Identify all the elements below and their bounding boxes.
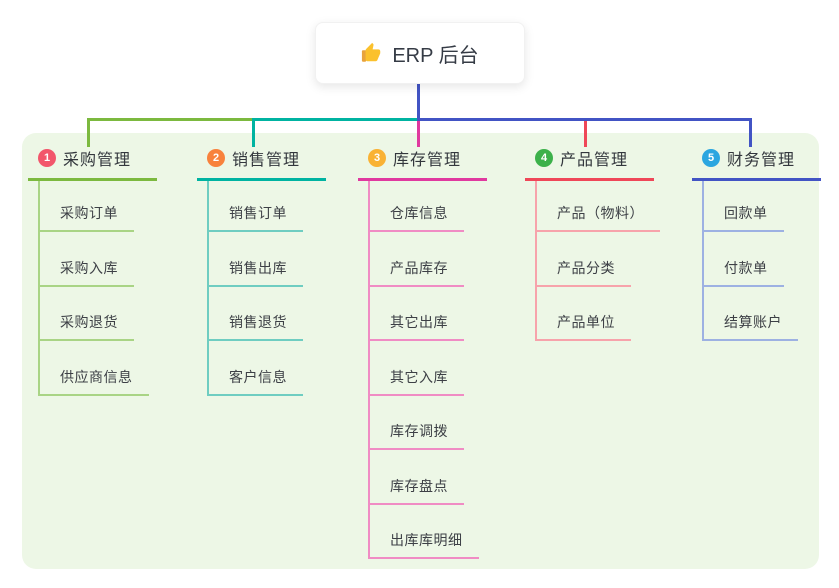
branch-connector-drop (252, 118, 255, 147)
child-row: 供应商信息 (40, 341, 157, 396)
root-node[interactable]: ERP 后台 (315, 22, 525, 84)
child-node[interactable]: 结算账户 (704, 312, 798, 341)
child-row: 销售出库 (209, 232, 326, 287)
thumbs-up-hand (365, 42, 381, 62)
child-node[interactable]: 销售出库 (209, 258, 303, 287)
branch-children-group: 仓库信息产品库存其它出库其它入库库存调拨库存盘点出库库明细 (368, 181, 487, 559)
branch-number-badge: 2 (207, 149, 225, 167)
child-node[interactable]: 产品单位 (537, 312, 631, 341)
branch-column: 1 采购管理采购订单采购入库采购退货供应商信息 (28, 145, 158, 396)
child-row: 客户信息 (209, 341, 326, 396)
child-node[interactable]: 客户信息 (209, 367, 303, 396)
branch-header[interactable]: 4 产品管理 (525, 145, 655, 181)
branch-title: 产品管理 (560, 152, 629, 169)
child-row: 其它入库 (370, 341, 487, 396)
child-row: 采购订单 (40, 181, 157, 232)
child-row: 其它出库 (370, 287, 487, 341)
branch-connector-horizontal (252, 118, 420, 121)
child-node[interactable]: 库存调拨 (370, 421, 464, 450)
child-node[interactable]: 库存盘点 (370, 476, 464, 505)
branch-children-group: 销售订单销售出库销售退货客户信息 (207, 181, 326, 396)
branch-title: 财务管理 (727, 152, 796, 169)
branch-column: 2 销售管理销售订单销售出库销售退货客户信息 (197, 145, 327, 396)
branch-header[interactable]: 3 库存管理 (358, 145, 488, 181)
child-node[interactable]: 采购退货 (40, 312, 134, 341)
child-row: 采购退货 (40, 287, 157, 341)
child-row: 销售退货 (209, 287, 326, 341)
child-row: 库存盘点 (370, 450, 487, 505)
branch-connector-drop (417, 118, 420, 147)
branch-column: 3 库存管理仓库信息产品库存其它出库其它入库库存调拨库存盘点出库库明细 (358, 145, 488, 559)
child-node[interactable]: 采购订单 (40, 203, 134, 232)
child-row: 销售订单 (209, 181, 326, 232)
branch-children-group: 回款单付款单结算账户 (702, 181, 821, 341)
child-row: 出库库明细 (370, 505, 487, 559)
branch-header[interactable]: 2 销售管理 (197, 145, 327, 181)
child-row: 库存调拨 (370, 396, 487, 450)
child-node[interactable]: 采购入库 (40, 258, 134, 287)
child-node[interactable]: 销售退货 (209, 312, 303, 341)
branch-connector-drop (584, 118, 587, 147)
thumbs-up-icon (361, 42, 383, 64)
branch-title: 采购管理 (63, 152, 132, 169)
child-row: 产品分类 (537, 232, 660, 287)
branch-connector-drop (749, 118, 752, 147)
child-node[interactable]: 其它入库 (370, 367, 464, 396)
branch-header[interactable]: 1 采购管理 (28, 145, 158, 181)
child-node[interactable]: 产品（物料） (537, 203, 660, 232)
child-node[interactable]: 销售订单 (209, 203, 303, 232)
child-node[interactable]: 付款单 (704, 258, 784, 287)
child-node[interactable]: 仓库信息 (370, 203, 464, 232)
child-row: 产品单位 (537, 287, 660, 341)
child-row: 产品（物料） (537, 181, 660, 232)
child-row: 仓库信息 (370, 181, 487, 232)
thumbs-up-sleeve (362, 50, 367, 62)
child-row: 采购入库 (40, 232, 157, 287)
child-node[interactable]: 产品分类 (537, 258, 631, 287)
branch-number-badge: 1 (38, 149, 56, 167)
child-node[interactable]: 供应商信息 (40, 367, 149, 396)
child-node[interactable]: 产品库存 (370, 258, 464, 287)
branch-connector-horizontal (417, 118, 752, 121)
root-label: ERP 后台 (392, 44, 479, 67)
branch-number-badge: 4 (535, 149, 553, 167)
child-node[interactable]: 回款单 (704, 203, 784, 232)
root-connector (417, 83, 420, 121)
branch-connector-drop (87, 118, 90, 147)
branch-children-group: 采购订单采购入库采购退货供应商信息 (38, 181, 157, 396)
branch-number-badge: 5 (702, 149, 720, 167)
branch-children-group: 产品（物料） 产品分类产品单位 (535, 181, 660, 341)
child-node[interactable]: 出库库明细 (370, 530, 479, 559)
child-row: 产品库存 (370, 232, 487, 287)
child-row: 结算账户 (704, 287, 821, 341)
branch-column: 5 财务管理回款单付款单结算账户 (692, 145, 822, 341)
child-row: 回款单 (704, 181, 821, 232)
branch-title: 销售管理 (232, 152, 301, 169)
branch-number-badge: 3 (368, 149, 386, 167)
child-node[interactable]: 其它出库 (370, 312, 464, 341)
branch-header[interactable]: 5 财务管理 (692, 145, 822, 181)
branches-panel (22, 133, 819, 569)
child-row: 付款单 (704, 232, 821, 287)
branch-column: 4 产品管理产品（物料） 产品分类产品单位 (525, 145, 660, 341)
branch-title: 库存管理 (393, 152, 462, 169)
